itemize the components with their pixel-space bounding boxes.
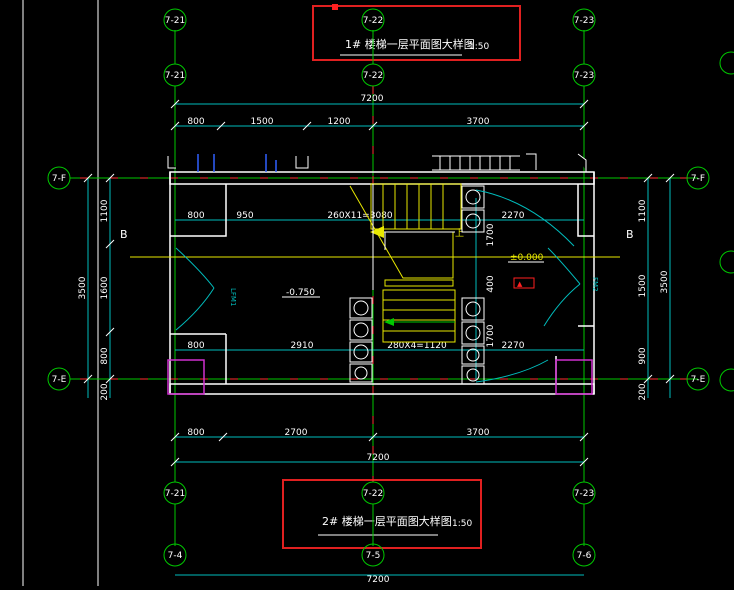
walls bbox=[169, 171, 595, 395]
grid-bubbles: 7-21 7-22 7-23 7-21 7-22 7-23 7-21 7-22 … bbox=[47, 8, 734, 567]
svg-text:7-F: 7-F bbox=[52, 174, 66, 184]
bubble-second-2: 7-22 bbox=[361, 63, 385, 87]
bubble-second-1: 7-21 bbox=[163, 63, 187, 87]
svg-text:7-21: 7-21 bbox=[165, 71, 185, 81]
bubble-last-3: 7-6 bbox=[572, 543, 596, 567]
dimension-lines bbox=[87, 103, 671, 576]
dim-stair-vert-2: 400 bbox=[486, 275, 496, 292]
bubble-bottom-3: 7-23 bbox=[572, 481, 596, 505]
stair-arrow bbox=[378, 231, 455, 250]
dim-stair-vert-3: 1700 bbox=[486, 324, 496, 347]
svg-text:7-23: 7-23 bbox=[574, 16, 594, 26]
dim-left-1: 1100 bbox=[100, 199, 110, 222]
title-box-top bbox=[312, 5, 521, 61]
dim-top-1: 800 bbox=[187, 117, 204, 127]
dim-inner-top-1: 800 bbox=[187, 211, 204, 221]
dim-bottom-3: 3700 bbox=[467, 428, 490, 438]
bubble-last-1: 7-4 bbox=[163, 543, 187, 567]
title-top-scale: 1:50 bbox=[469, 42, 489, 52]
stair-arrow-head bbox=[370, 226, 384, 238]
equipment-tag-box bbox=[513, 277, 535, 289]
axis-center-dashes bbox=[80, 86, 690, 482]
dim-left-2: 1600 bbox=[100, 276, 110, 299]
bubble-left-f: 7-F bbox=[47, 166, 71, 190]
svg-text:7-21: 7-21 bbox=[165, 489, 185, 499]
svg-text:7-5: 7-5 bbox=[366, 551, 381, 561]
door-tag-right: FM2 bbox=[591, 277, 599, 292]
doors bbox=[175, 189, 581, 383]
dim-inner-bottom-2: 2910 bbox=[291, 341, 314, 351]
dim-inner-bottom-1: 800 bbox=[187, 341, 204, 351]
bubble-top-3: 7-23 bbox=[572, 8, 596, 32]
svg-text:7-22: 7-22 bbox=[363, 16, 383, 26]
dim-top-total: 7200 bbox=[361, 94, 384, 104]
svg-text:7-21: 7-21 bbox=[165, 16, 185, 26]
svg-text:7-E: 7-E bbox=[691, 375, 706, 385]
bubble-top-2: 7-22 bbox=[361, 8, 385, 32]
svg-text:7-23: 7-23 bbox=[574, 489, 594, 499]
door-tag-left: LFM1 bbox=[229, 288, 237, 306]
dim-inner-bottom-3: 280X4=1120 bbox=[387, 341, 447, 351]
svg-text:7-22: 7-22 bbox=[363, 489, 383, 499]
dim-inner-top-4: 2270 bbox=[502, 211, 525, 221]
lower-arrow-head bbox=[384, 318, 394, 326]
dim-bottom-total: 7200 bbox=[367, 453, 390, 463]
dim-right-total: 3500 bbox=[660, 270, 670, 293]
dim-top-3: 1200 bbox=[328, 117, 351, 127]
svg-text:7-22: 7-22 bbox=[363, 71, 383, 81]
bubble-top-1: 7-21 bbox=[163, 8, 187, 32]
equipment-tag: ▲ bbox=[517, 280, 523, 288]
cursor-mark bbox=[332, 4, 338, 10]
title-top-name: 1# 楼梯一层平面图大样图 bbox=[345, 37, 475, 51]
bubble-last-2: 7-5 bbox=[361, 543, 385, 567]
svg-text:7-F: 7-F bbox=[691, 174, 705, 184]
stair-lower-flight bbox=[382, 289, 456, 343]
dim-right-2: 1500 bbox=[638, 274, 648, 297]
dim-bottom-total-2: 7200 bbox=[367, 575, 390, 585]
svg-text:7-4: 7-4 bbox=[168, 551, 183, 561]
bubble-bottom-2: 7-22 bbox=[361, 481, 385, 505]
stair-upper-flight bbox=[349, 183, 462, 287]
bubble-bottom-1: 7-21 bbox=[163, 481, 187, 505]
elevation-right: ±0.000 bbox=[510, 253, 544, 263]
svg-text:7-6: 7-6 bbox=[577, 551, 592, 561]
dim-top-4: 3700 bbox=[467, 117, 490, 127]
equipment-stack-left bbox=[349, 297, 373, 383]
dim-right-3: 900 bbox=[638, 347, 648, 364]
elevation-left: -0.750 bbox=[286, 288, 315, 298]
bubble-right-e: 7-E bbox=[686, 367, 710, 391]
dim-top-2: 1500 bbox=[251, 117, 274, 127]
arrow-mark: 上 bbox=[455, 228, 464, 239]
dim-right-4: 200 bbox=[638, 383, 648, 400]
title-bottom-name: 2# 楼梯一层平面图大样图 bbox=[322, 514, 452, 528]
dimension-ticks bbox=[83, 99, 675, 467]
dim-inner-top-3: 260X11=3080 bbox=[327, 211, 393, 221]
dim-inner-bottom-4: 2270 bbox=[502, 341, 525, 351]
dim-bottom-1: 800 bbox=[187, 428, 204, 438]
bubble-right-f: 7-F bbox=[686, 166, 710, 190]
svg-text:7-23: 7-23 bbox=[574, 71, 594, 81]
title-bottom-scale: 1:50 bbox=[452, 519, 472, 529]
svg-text:7-E: 7-E bbox=[52, 375, 67, 385]
bubble-second-3: 7-23 bbox=[572, 63, 596, 87]
blue-window-marks bbox=[197, 154, 277, 172]
structural-columns bbox=[167, 359, 593, 395]
dim-bottom-2: 2700 bbox=[285, 428, 308, 438]
grid-axes bbox=[70, 30, 698, 546]
dim-stair-vert-1: 1700 bbox=[486, 223, 496, 246]
dim-left-total: 3500 bbox=[78, 276, 88, 299]
bubble-left-e: 7-E bbox=[47, 367, 71, 391]
section-mark-left: B bbox=[120, 228, 128, 241]
top-railing bbox=[167, 153, 587, 172]
equipment-stack-right bbox=[461, 185, 485, 385]
dim-inner-top-2: 950 bbox=[236, 211, 253, 221]
section-mark-right: B bbox=[626, 228, 634, 241]
dim-right-1: 1100 bbox=[638, 199, 648, 222]
dim-left-4: 200 bbox=[100, 383, 110, 400]
dim-left-3: 800 bbox=[100, 347, 110, 364]
